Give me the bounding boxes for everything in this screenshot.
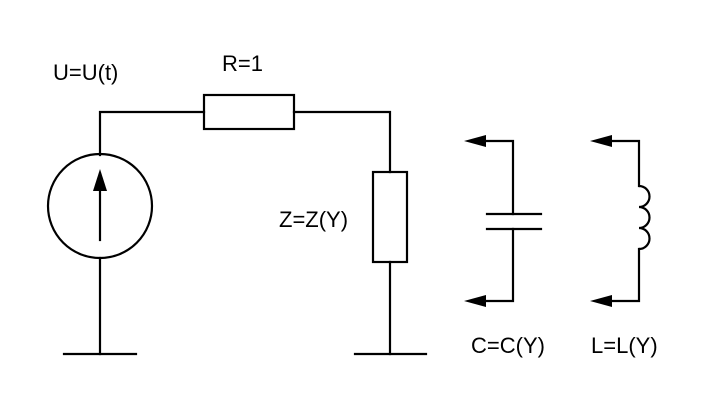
capacitor-bottom-lead [476, 227, 515, 303]
capacitor-top-lead [476, 139, 515, 216]
label-impedance: Z=Z(Y) [279, 207, 348, 232]
inductor-symbol [590, 135, 651, 307]
wire-top-right [292, 110, 392, 174]
label-capacitor: C=C(Y) [471, 333, 545, 358]
resistor-r [202, 93, 296, 131]
capacitor-symbol [464, 135, 543, 307]
capacitor-bottom-arrow [464, 295, 486, 307]
inductor-bottom-lead [602, 247, 641, 303]
inductor-coil [638, 184, 651, 251]
wire-top-left [98, 110, 206, 157]
impedance-z [371, 170, 409, 264]
voltage-source-arrow-head [93, 169, 107, 191]
voltage-source [46, 152, 154, 260]
label-resistor: R=1 [222, 51, 263, 76]
inductor-top-lead [602, 139, 641, 188]
main-circuit [46, 93, 428, 356]
inductor-bottom-arrow [590, 295, 612, 307]
label-inductor: L=L(Y) [591, 333, 658, 358]
label-source: U=U(t) [53, 60, 118, 85]
capacitor-top-arrow [464, 135, 486, 147]
inductor-top-arrow [590, 135, 612, 147]
